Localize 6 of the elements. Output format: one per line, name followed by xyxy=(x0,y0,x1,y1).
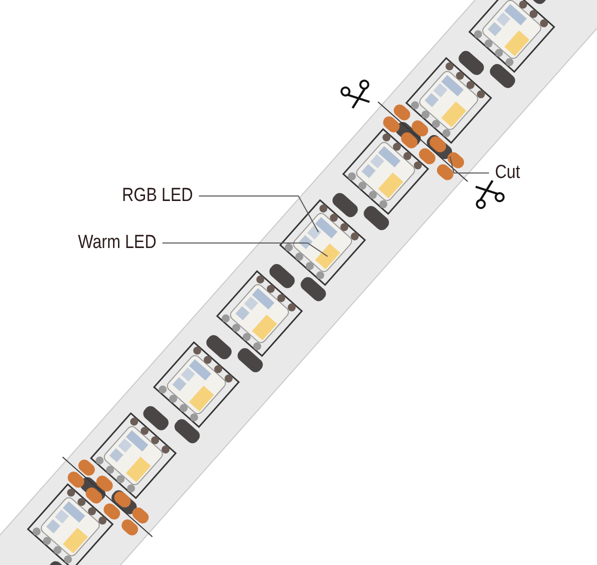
callout-label: Warm LED xyxy=(78,232,156,254)
callout-label: Cut xyxy=(495,162,520,184)
leader-line xyxy=(162,242,328,257)
leader-line xyxy=(198,196,319,233)
callout-label: RGB LED xyxy=(122,185,193,207)
leader-line xyxy=(449,156,490,174)
